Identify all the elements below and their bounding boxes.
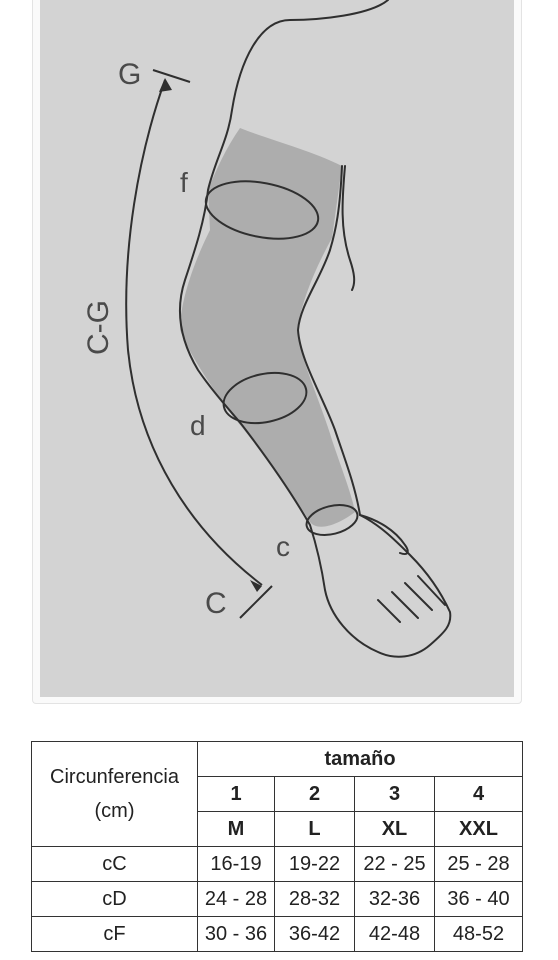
table-cell: 19-22	[275, 847, 355, 882]
row-label: cD	[32, 882, 198, 917]
size-number: 4	[435, 777, 523, 812]
table-cell: 28-32	[275, 882, 355, 917]
table-cell: 16-19	[198, 847, 275, 882]
size-letter: XXL	[435, 812, 523, 847]
table-cell: 24 - 28	[198, 882, 275, 917]
row-label: cC	[32, 847, 198, 882]
table-cell: 30 - 36	[198, 917, 275, 952]
size-letter: M	[198, 812, 275, 847]
table-cell: 25 - 28	[435, 847, 523, 882]
group-header-cell: tamaño	[198, 742, 523, 777]
table-cell: 32-36	[355, 882, 435, 917]
size-number: 1	[198, 777, 275, 812]
label-c-point: C	[205, 587, 227, 620]
label-d: d	[190, 410, 206, 441]
size-table: Circunferencia (cm) tamaño 1 2 3 4 M L X…	[31, 741, 523, 952]
table-cell: 22 - 25	[355, 847, 435, 882]
label-f: f	[180, 167, 188, 198]
label-c-g: C-G	[82, 300, 115, 355]
arm-measurement-diagram: G C C-G f d c	[40, 0, 514, 697]
size-letter: L	[275, 812, 355, 847]
size-number: 2	[275, 777, 355, 812]
table-cell: 36-42	[275, 917, 355, 952]
size-number: 3	[355, 777, 435, 812]
table-row: cC 16-19 19-22 22 - 25 25 - 28	[32, 847, 523, 882]
label-g: G	[118, 58, 141, 91]
row-label: cF	[32, 917, 198, 952]
table-row: cD 24 - 28 28-32 32-36 36 - 40	[32, 882, 523, 917]
table-row: cF 30 - 36 36-42 42-48 48-52	[32, 917, 523, 952]
table-cell: 36 - 40	[435, 882, 523, 917]
label-c-ring: c	[276, 531, 290, 562]
size-letter: XL	[355, 812, 435, 847]
table-cell: 42-48	[355, 917, 435, 952]
table-cell: 48-52	[435, 917, 523, 952]
row-header-cell: Circunferencia (cm)	[32, 742, 198, 847]
